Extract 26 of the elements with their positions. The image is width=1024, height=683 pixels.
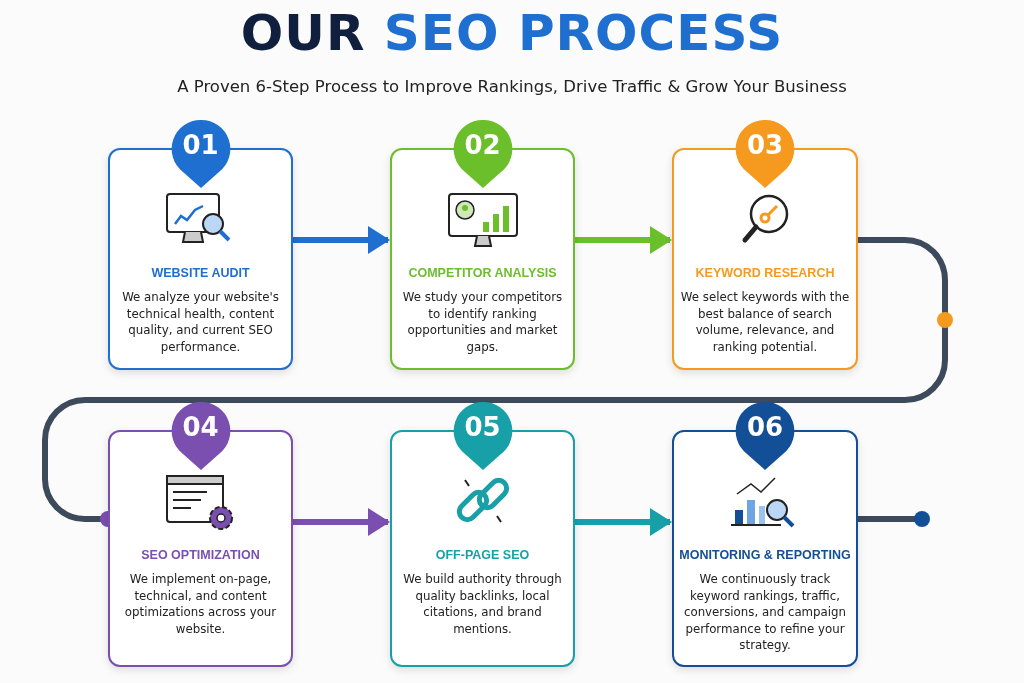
step-heading: COMPETITOR ANALYSIS <box>408 266 557 280</box>
connector-line <box>42 237 948 527</box>
step-number: 03 <box>746 130 784 160</box>
arrow <box>575 226 672 254</box>
arrow <box>575 508 672 536</box>
step-number: 01 <box>182 130 219 160</box>
step-description: We analyze your website's technical health, content quality, and current SEO performance. <box>121 289 280 355</box>
step-description: We continuously track keyword rankings, traffic, conversions, and campaign performance to refine your strategy. <box>682 571 848 654</box>
step-number: 02 <box>464 130 501 160</box>
arrow <box>293 508 390 536</box>
step-heading: MONITORING & REPORTING <box>679 548 851 562</box>
subtitle: A Proven 6-Step Process to Improve Rankings, Drive Traffic & Grow Your Business <box>177 77 847 96</box>
step-description: We study your competitors to identify ranking opportunities and market gaps. <box>401 289 564 355</box>
connector-line <box>858 511 930 527</box>
step-number: 04 <box>182 412 219 442</box>
step-number: 06 <box>746 412 784 442</box>
step-description: We select keywords with the best balance of search volume, relevance, and ranking potential. <box>679 289 851 355</box>
arrow <box>293 226 390 254</box>
step-heading: SEO OPTIMIZATION <box>141 548 260 562</box>
title: OUR SEO PROCESS <box>240 4 784 62</box>
step-heading: OFF-PAGE SEO <box>435 548 530 562</box>
step-heading: WEBSITE AUDIT <box>151 266 250 280</box>
step-description: We implement on-page, technical, and content optimizations across your website. <box>123 571 278 637</box>
step-description: We build authority through quality backlinks, local citations, and brand mentions. <box>402 571 563 637</box>
step-heading: KEYWORD RESEARCH <box>695 266 835 280</box>
step-number: 05 <box>464 412 501 442</box>
